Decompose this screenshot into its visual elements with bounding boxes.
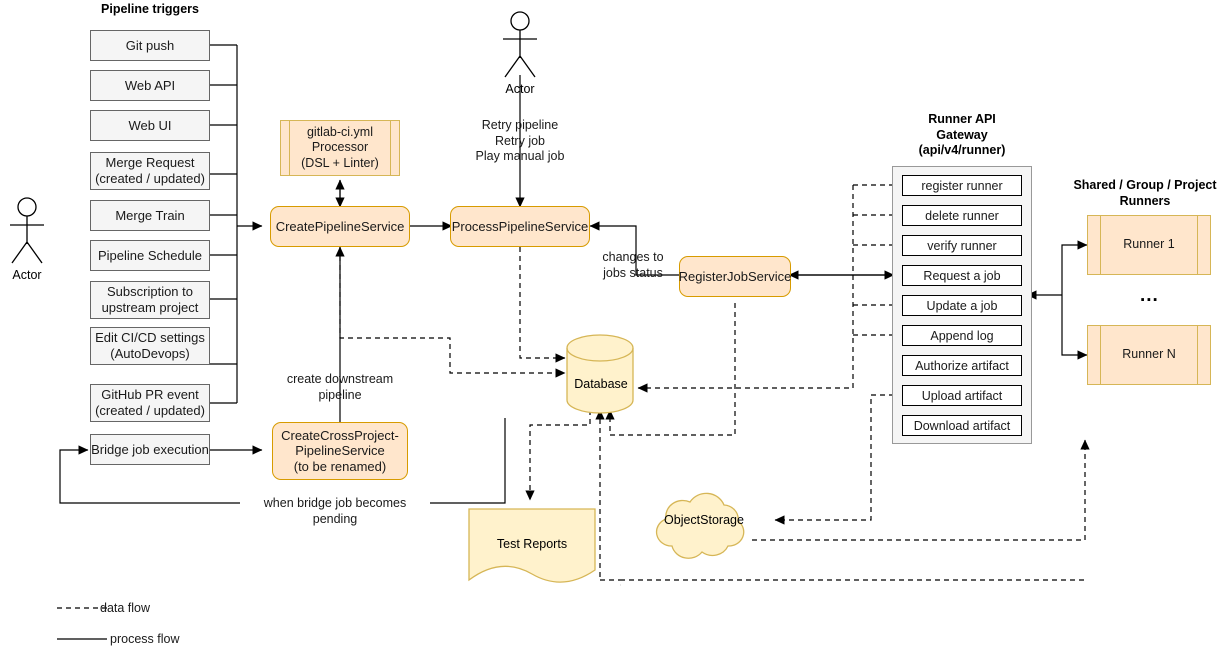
database-text: Database <box>574 377 628 391</box>
api-update-a-job[interactable]: Update a job <box>902 295 1022 316</box>
test-reports-label: Test Reports <box>468 535 596 553</box>
retry-label: Retry pipeline Retry job Play manual job <box>475 118 565 164</box>
trigger-git-push[interactable]: Git push <box>90 30 210 61</box>
processor-label: gitlab-ci.yml Processor (DSL + Linter) <box>301 124 379 170</box>
gitlab-ci-yml-processor[interactable]: gitlab-ci.yml Processor (DSL + Linter) <box>280 120 400 176</box>
trigger-web-ui[interactable]: Web UI <box>90 110 210 141</box>
trigger-label: Bridge job execution <box>91 441 209 457</box>
legend-data-flow-label: data flow <box>100 601 151 615</box>
service-label: CreatePipelineService <box>275 218 405 234</box>
trigger-subscription-upstream[interactable]: Subscription to upstream project <box>90 281 210 319</box>
object-storage-text: ObjectStorage <box>664 513 744 527</box>
legend-process-flow-line <box>57 638 107 640</box>
create-pipeline-service[interactable]: CreatePipelineService <box>270 206 410 247</box>
trigger-label: Web API <box>124 77 176 93</box>
object-storage-label: ObjectStorage <box>648 511 760 529</box>
component-rail-right <box>390 121 391 175</box>
pipeline-triggers-heading: Pipeline triggers <box>101 2 199 16</box>
bridge-pending-text: when bridge job becomes pending <box>263 496 407 526</box>
trigger-github-pr-event[interactable]: GitHub PR event (created / updated) <box>90 384 210 422</box>
service-label: CreateCrossProject- PipelineService (to … <box>281 427 399 474</box>
database-cylinder <box>566 334 634 414</box>
object-storage-cloud <box>655 492 745 559</box>
database-label: Database <box>565 375 637 393</box>
actor-top-figure <box>503 11 537 78</box>
runner-api-gateway-heading: Runner API Gateway (api/v4/runner) <box>918 112 1006 158</box>
runner-1[interactable]: Runner 1 <box>1087 215 1211 275</box>
api-label: Upload artifact <box>921 388 1003 403</box>
create-downstream-pipeline-label: create downstream pipeline <box>286 372 394 402</box>
runner-n[interactable]: Runner N <box>1087 325 1211 385</box>
trigger-bridge-job-execution[interactable]: Bridge job execution <box>90 434 210 465</box>
trigger-merge-request[interactable]: Merge Request (created / updated) <box>90 152 210 190</box>
component-rail-left <box>1100 326 1101 384</box>
trigger-label: Edit CI/CD settings (AutoDevops) <box>95 330 205 361</box>
runners-heading: Shared / Group / Project Runners <box>1073 178 1217 208</box>
api-label: delete runner <box>925 208 999 223</box>
trigger-label: Merge Request (created / updated) <box>95 155 205 186</box>
component-rail-right <box>1197 326 1198 384</box>
changes-to-jobs-status-label: changes to jobs status <box>602 250 664 280</box>
trigger-web-api[interactable]: Web API <box>90 70 210 101</box>
trigger-label: Git push <box>125 37 175 53</box>
actor-left-label: Actor <box>12 268 42 282</box>
runner-label: Runner 1 <box>1123 237 1175 252</box>
trigger-label: Web UI <box>128 117 172 133</box>
service-label: RegisterJobService <box>678 268 792 284</box>
runners-ellipsis: ... <box>1140 285 1159 306</box>
register-job-service[interactable]: RegisterJobService <box>679 256 791 297</box>
trigger-edit-cicd-settings[interactable]: Edit CI/CD settings (AutoDevops) <box>90 327 210 365</box>
api-request-a-job[interactable]: Request a job <box>902 265 1022 286</box>
legend-process-flow-label: process flow <box>110 632 180 646</box>
api-label: Authorize artifact <box>915 358 1009 373</box>
trigger-label: GitHub PR event (created / updated) <box>95 387 205 418</box>
api-label: Append log <box>930 328 994 343</box>
test-reports-document <box>468 508 596 583</box>
api-verify-runner[interactable]: verify runner <box>902 235 1022 256</box>
api-label: Download artifact <box>913 418 1011 433</box>
component-rail-right <box>1197 216 1198 274</box>
api-authorize-artifact[interactable]: Authorize artifact <box>902 355 1022 376</box>
test-reports-text: Test Reports <box>496 537 568 551</box>
component-rail-left <box>289 121 290 175</box>
component-rail-left <box>1100 216 1101 274</box>
actor-top-label: Actor <box>505 82 535 96</box>
bridge-pending-label: when bridge job becomes pending <box>240 496 430 528</box>
api-download-artifact[interactable]: Download artifact <box>902 415 1022 436</box>
api-delete-runner[interactable]: delete runner <box>902 205 1022 226</box>
create-cross-project-pipeline-service[interactable]: CreateCrossProject- PipelineService (to … <box>272 422 408 480</box>
api-upload-artifact[interactable]: Upload artifact <box>902 385 1022 406</box>
trigger-merge-train[interactable]: Merge Train <box>90 200 210 231</box>
trigger-pipeline-schedule[interactable]: Pipeline Schedule <box>90 240 210 271</box>
process-pipeline-service[interactable]: ProcessPipelineService <box>450 206 590 247</box>
service-label: ProcessPipelineService <box>451 218 589 234</box>
trigger-label: Pipeline Schedule <box>97 247 203 263</box>
api-label: Update a job <box>926 298 998 313</box>
runner-label: Runner N <box>1122 347 1176 362</box>
api-label: register runner <box>921 178 1003 193</box>
api-register-runner[interactable]: register runner <box>902 175 1022 196</box>
api-label: verify runner <box>927 238 997 253</box>
api-append-log[interactable]: Append log <box>902 325 1022 346</box>
api-label: Request a job <box>923 268 1001 283</box>
trigger-label: Subscription to upstream project <box>101 284 199 315</box>
trigger-label: Merge Train <box>115 207 185 223</box>
actor-left-figure <box>10 197 44 264</box>
